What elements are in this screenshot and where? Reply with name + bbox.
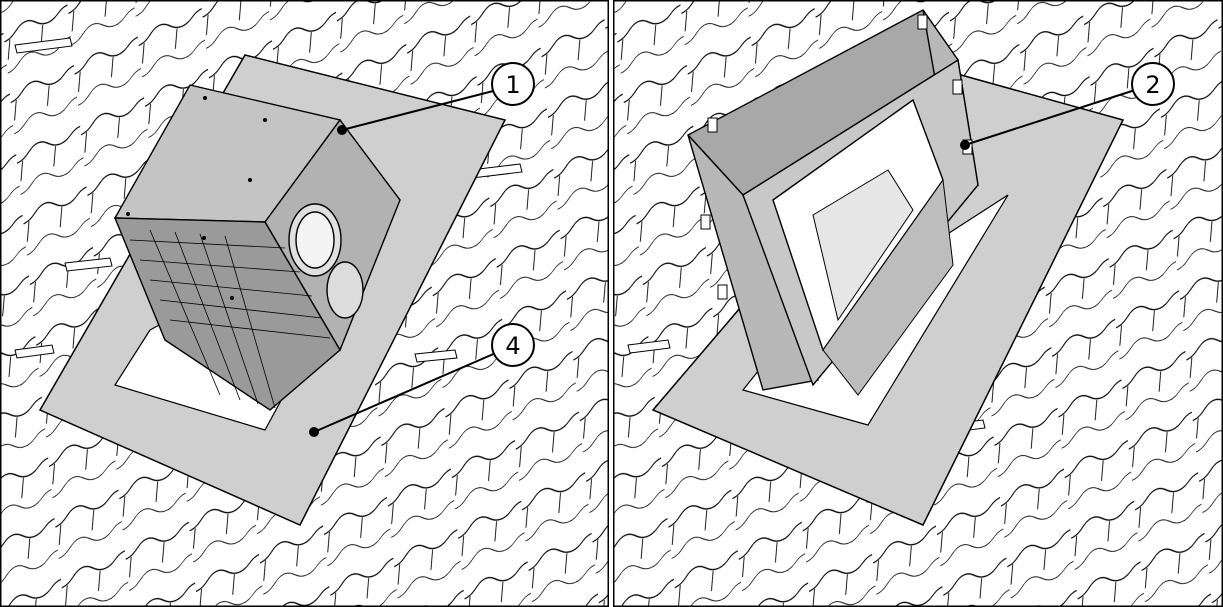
panel-border	[613, 0, 1223, 607]
callout-4-label: 4	[505, 332, 520, 360]
callout-marker	[491, 323, 535, 367]
panel-border	[0, 0, 609, 607]
callout-marker	[1131, 62, 1175, 106]
diagram-panel-frame-mounted: 2	[613, 0, 1223, 607]
callout-2: 2	[960, 62, 1175, 150]
callout-1: 1	[337, 62, 535, 135]
unit-grille	[129, 229, 331, 409]
unit-screws	[126, 96, 267, 300]
diagram-panel-unit-mounted: 1 4	[0, 0, 609, 607]
duct-spigot-lower	[326, 261, 364, 319]
callout-2-anchor	[960, 140, 970, 150]
callout-4: 4	[309, 323, 535, 437]
callout-1-label: 1	[505, 71, 520, 99]
duct-spigot-upper-inner	[295, 211, 335, 269]
callout-4-anchor	[309, 427, 319, 437]
callout-2-label: 2	[1145, 71, 1160, 99]
callout-marker	[491, 62, 535, 106]
ventilation-unit	[113, 84, 401, 411]
callout-1-anchor	[337, 125, 347, 135]
mounting-frame	[686, 9, 979, 396]
